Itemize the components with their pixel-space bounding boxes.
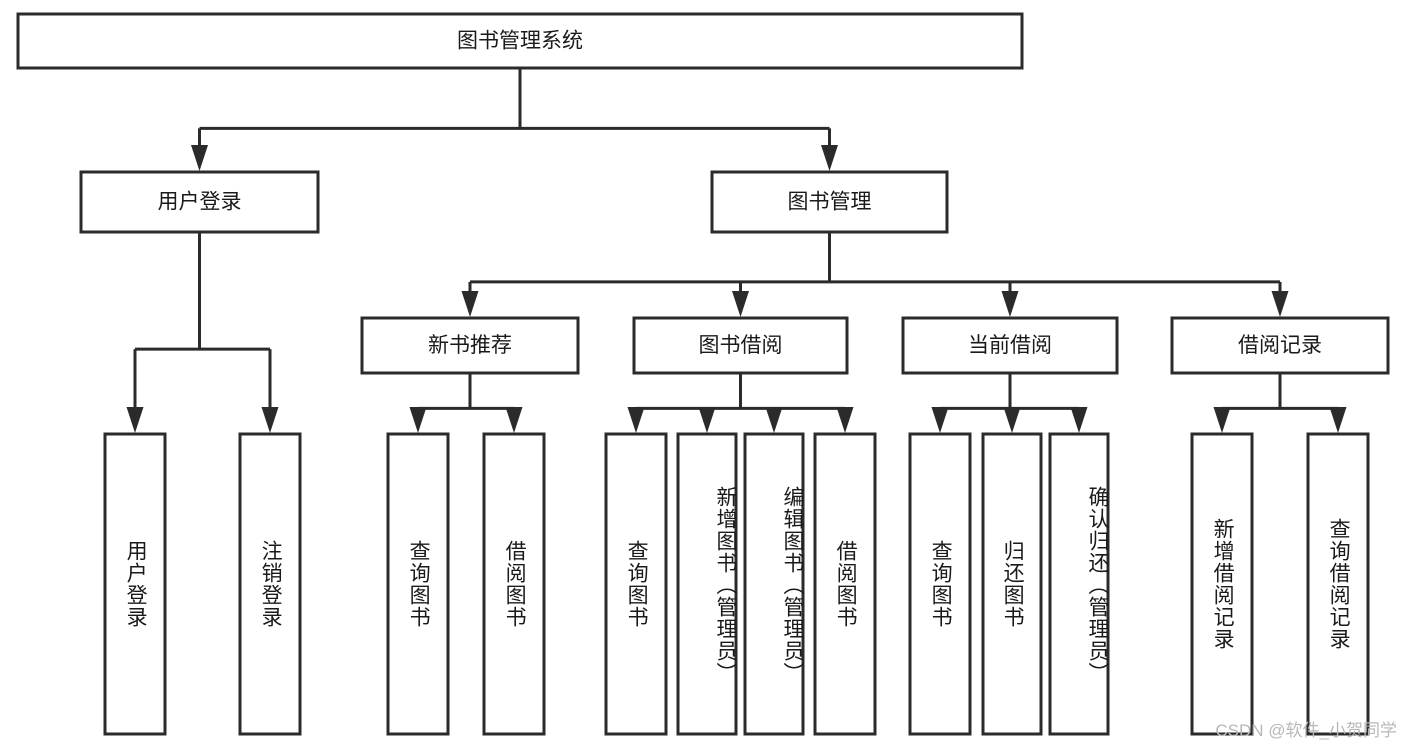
node-box[interactable] (981, 432, 1043, 736)
node-l-query-record[interactable] (1306, 432, 1370, 736)
node-box[interactable] (1170, 316, 1390, 375)
watermark-text: CSDN @软件_小贺同学 (1215, 721, 1397, 740)
node-l-borrow-book-1[interactable] (482, 432, 546, 736)
arrow-head-icon (1213, 407, 1231, 433)
arrow-head-icon (1329, 407, 1347, 433)
node-box[interactable] (238, 432, 302, 736)
arrow-head-icon (1070, 407, 1088, 433)
arrow-head-icon (191, 145, 208, 171)
node-l-add-book[interactable] (676, 432, 738, 736)
node-box[interactable] (386, 432, 450, 736)
arrow-head-icon (1001, 291, 1019, 317)
arrow-head-icon (409, 407, 427, 433)
node-box[interactable] (16, 12, 1024, 70)
arrow-head-icon (821, 145, 838, 171)
node-box[interactable] (908, 432, 972, 736)
node-box[interactable] (743, 432, 805, 736)
arrow-head-icon (931, 407, 949, 433)
arrow-head-icon (261, 407, 279, 433)
node-n-new-book-rec[interactable]: 新书推荐 (360, 316, 580, 375)
node-box[interactable] (604, 432, 668, 736)
node-label: 图书借阅 (699, 334, 783, 357)
node-l-add-record[interactable] (1190, 432, 1254, 736)
node-box[interactable] (360, 316, 580, 375)
node-label: 新书推荐 (428, 334, 512, 357)
node-l-query-book-2[interactable] (604, 432, 668, 736)
node-l-user-login[interactable] (103, 432, 167, 736)
node-box[interactable] (710, 170, 949, 234)
node-n-book-mgmt[interactable]: 图书管理 (710, 170, 949, 234)
node-box[interactable] (813, 432, 877, 736)
node-box[interactable] (632, 316, 849, 375)
node-l-edit-book[interactable] (743, 432, 805, 736)
node-l-logout[interactable] (238, 432, 302, 736)
node-box[interactable] (1306, 432, 1370, 736)
node-box[interactable] (901, 316, 1119, 375)
node-label: 用户登录 (158, 191, 242, 214)
arrow-head-icon (1003, 407, 1021, 433)
node-root[interactable]: 图书管理系统 (16, 12, 1024, 70)
node-l-return-book[interactable] (981, 432, 1043, 736)
node-l-query-book-1[interactable] (386, 432, 450, 736)
arrow-head-icon (1271, 291, 1289, 317)
arrow-head-icon (461, 291, 479, 317)
node-l-borrow-book-2[interactable] (813, 432, 877, 736)
node-box[interactable] (482, 432, 546, 736)
node-l-query-book-3[interactable] (908, 432, 972, 736)
arrow-head-icon (505, 407, 523, 433)
node-label: 当前借阅 (968, 334, 1052, 357)
node-box[interactable] (676, 432, 738, 736)
arrow-head-icon (126, 407, 144, 433)
node-label: 图书管理系统 (457, 30, 583, 53)
node-box[interactable] (1190, 432, 1254, 736)
node-n-book-borrow[interactable]: 图书借阅 (632, 316, 849, 375)
arrow-head-icon (698, 407, 716, 433)
arrow-head-icon (732, 291, 749, 317)
arrow-head-icon (765, 407, 783, 433)
arrow-head-icon (836, 407, 854, 433)
node-box[interactable] (1048, 432, 1110, 736)
node-l-confirm-return[interactable] (1048, 432, 1110, 736)
node-box[interactable] (79, 170, 320, 234)
node-n-current-borrow[interactable]: 当前借阅 (901, 316, 1119, 375)
node-label: 图书管理 (788, 191, 872, 214)
arrow-head-icon (627, 407, 645, 433)
node-box[interactable] (103, 432, 167, 736)
node-n-user-login[interactable]: 用户登录 (79, 170, 320, 234)
node-label: 借阅记录 (1238, 334, 1322, 357)
node-n-borrow-record[interactable]: 借阅记录 (1170, 316, 1390, 375)
